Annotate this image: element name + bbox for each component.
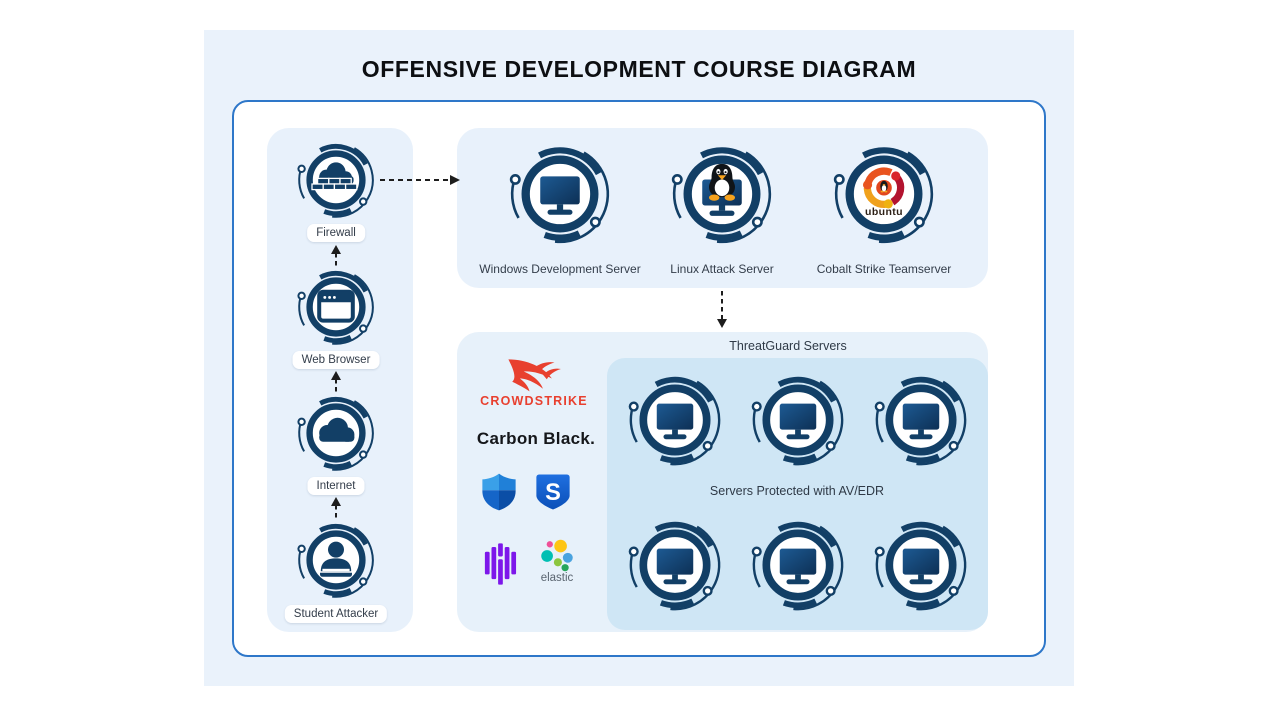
sophos-shield-icon: S bbox=[536, 474, 570, 510]
ubuntu-wordmark: ubuntu bbox=[865, 206, 903, 218]
student-attacker-icon bbox=[296, 520, 376, 600]
linux-attack-server-label: Linux Attack Server bbox=[670, 262, 774, 276]
arrow-down-icon bbox=[717, 291, 727, 328]
arrow-up-icon bbox=[331, 497, 341, 521]
crowdstrike-wordmark: CROWDSTRIKE bbox=[480, 394, 588, 408]
windows-development-server-icon bbox=[508, 142, 612, 246]
linux-attack-server-icon bbox=[670, 142, 774, 246]
web-browser-icon bbox=[296, 267, 376, 347]
protected-server-icon bbox=[750, 372, 846, 468]
elastic-wordmark: elastic bbox=[540, 572, 574, 584]
protected-server-icon bbox=[627, 372, 723, 468]
cobalt-strike-teamserver-label: Cobalt Strike Teamserver bbox=[816, 262, 952, 276]
arrow-right-icon bbox=[380, 175, 460, 185]
internet-label: Internet bbox=[307, 477, 365, 495]
protected-server-icon bbox=[873, 372, 969, 468]
elastic-icon bbox=[539, 538, 575, 574]
threatguard-title: ThreatGuard Servers bbox=[729, 339, 847, 353]
protected-server-icon bbox=[873, 517, 969, 613]
crowdstrike-falcon-icon bbox=[502, 358, 566, 394]
page-title: OFFENSIVE DEVELOPMENT COURSE DIAGRAM bbox=[361, 56, 917, 82]
carbon-black-wordmark: Carbon Black. bbox=[476, 429, 596, 448]
ubuntu-logo-icon bbox=[832, 142, 936, 246]
protected-server-icon bbox=[750, 517, 846, 613]
microsoft-defender-icon bbox=[478, 471, 520, 513]
windows-development-server-label: Windows Development Server bbox=[479, 262, 641, 276]
protected-server-icon bbox=[627, 517, 723, 613]
protected-servers-label: Servers Protected with AV/EDR bbox=[709, 484, 885, 498]
svg-text:S: S bbox=[545, 480, 561, 506]
student-attacker-label: Student Attacker bbox=[284, 605, 388, 623]
firewall-label: Firewall bbox=[307, 224, 365, 242]
web-browser-label: Web Browser bbox=[292, 351, 380, 369]
firewall-icon bbox=[296, 140, 376, 220]
internet-icon bbox=[296, 393, 376, 473]
arrow-up-icon bbox=[331, 371, 341, 395]
arrow-up-icon bbox=[331, 245, 341, 269]
sentinelone-icon bbox=[483, 543, 517, 585]
